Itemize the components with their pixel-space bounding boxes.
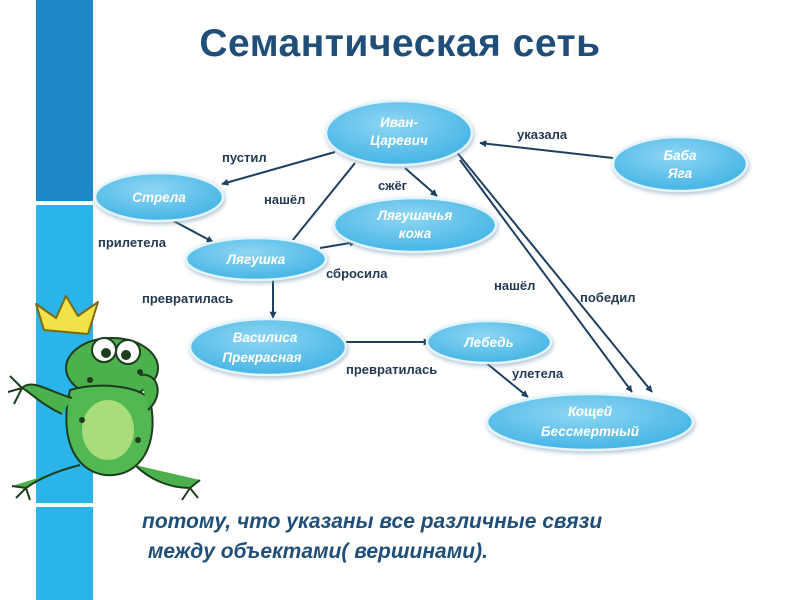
edge-label-sbrosila: сбросила — [326, 266, 388, 281]
node-lebed: Лебедь — [425, 319, 553, 365]
sidebar-divider-lower — [36, 503, 93, 507]
node-label: Бессмертный — [541, 424, 640, 439]
footer-text: потому, что указаны все различные связи … — [142, 507, 602, 567]
edge-priletela — [167, 217, 214, 243]
node-label: Стрела — [132, 190, 186, 205]
page-title: Семантическая сеть — [199, 22, 601, 65]
edge-label-prevratilas-lebed: превратилась — [346, 362, 437, 377]
node-label: Яга — [667, 166, 693, 181]
edge-szheg — [404, 167, 438, 197]
edge-pobedil — [454, 149, 653, 393]
frog-illustration — [7, 295, 201, 501]
node-label: Иван- — [380, 115, 418, 130]
node-lyagushachya-kozha: Лягушачья кожа — [332, 196, 498, 254]
node-label: Лягушачья — [377, 208, 453, 223]
node-label: Василиса — [233, 330, 298, 345]
node-label: Баба — [664, 148, 697, 163]
node-label: Лебедь — [463, 335, 513, 350]
edge-label-nashel-koschey: нашёл — [494, 278, 535, 293]
edge-label-priletela: прилетела — [98, 235, 167, 250]
node-ivan: Иван- Царевич — [324, 99, 474, 167]
node-baba-yaga: Баба Яга — [611, 135, 749, 193]
edges — [167, 140, 653, 398]
crown-icon — [35, 295, 99, 335]
edge-sbrosila — [319, 239, 357, 249]
edge-nashel-lyagushka — [287, 162, 356, 247]
sidebar-divider — [36, 201, 93, 205]
edge-labels: пустил указала нашёл сжёг прилетела сбро… — [98, 127, 636, 381]
node-label: Кощей — [568, 404, 613, 419]
sidebar-bar-dark — [36, 0, 93, 205]
node-strela: Стрела — [93, 171, 225, 223]
node-vasilisa: Василиса Прекрасная — [188, 317, 348, 377]
edge-label-ukazala: указала — [517, 127, 568, 142]
edge-label-nashel: нашёл — [264, 192, 305, 207]
node-lyagushka: Лягушка — [184, 236, 328, 282]
node-label: Царевич — [370, 133, 428, 148]
edge-label-uletela: улетела — [512, 366, 564, 381]
edge-ukazala — [479, 140, 614, 159]
edge-nashel-koschey — [459, 159, 633, 393]
edge-label-pustil: пустил — [222, 150, 267, 165]
edge-pustil — [221, 151, 336, 186]
node-label: кожа — [399, 226, 432, 241]
node-label: Лягушка — [226, 252, 286, 267]
edge-label-pobedil: победил — [580, 290, 636, 305]
node-label: Прекрасная — [222, 350, 301, 365]
node-koschey: Кощей Бессмертный — [485, 392, 695, 452]
edge-label-szheg: сжёг — [378, 178, 408, 193]
footer-line-2: между объектами( вершинами). — [142, 540, 488, 563]
edge-label-prevratilas: превратилась — [142, 291, 233, 306]
edge-uletela — [484, 361, 529, 398]
footer-line-1: потому, что указаны все различные связи — [142, 510, 603, 533]
